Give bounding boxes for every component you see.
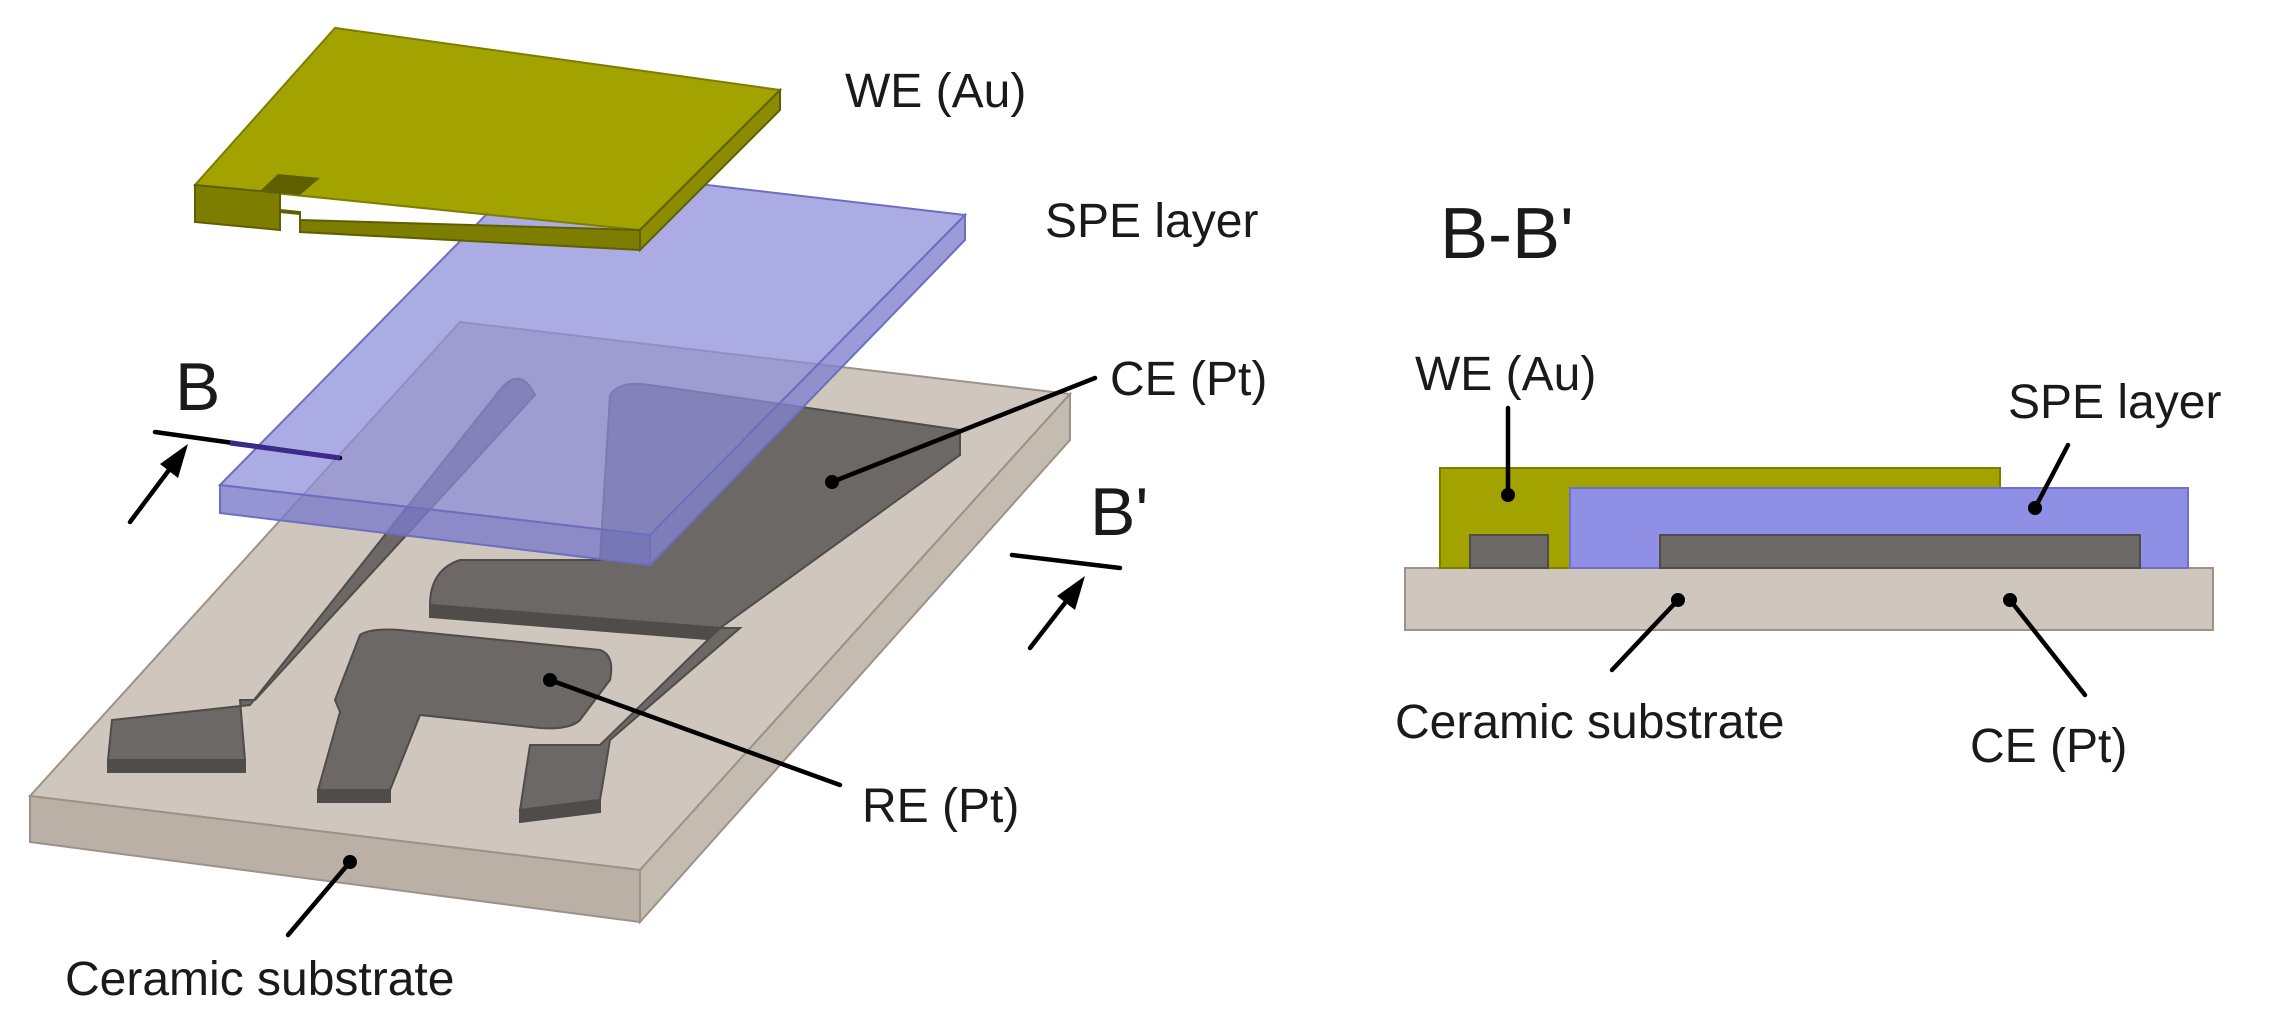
xs-label-ceramic-substrate: Ceramic substrate bbox=[1395, 696, 1784, 749]
xs-label-ce-pt: CE (Pt) bbox=[1970, 720, 2127, 773]
label-ceramic-substrate: Ceramic substrate bbox=[65, 953, 454, 1006]
left-trace-side bbox=[107, 759, 246, 773]
xs-ceramic-substrate bbox=[1404, 567, 2214, 631]
xs-re-block bbox=[1469, 534, 1549, 569]
section-line-b-inner bbox=[229, 440, 341, 461]
label-section-title: B-B' bbox=[1440, 194, 1574, 274]
label-section-b-prime: B' bbox=[1090, 474, 1148, 550]
xs-leader-spe bbox=[2028, 442, 2071, 515]
xs-label-we-au: WE (Au) bbox=[1415, 348, 1596, 401]
we-notch bbox=[260, 174, 320, 195]
leader-ce bbox=[825, 375, 1098, 489]
xs-ce-pt bbox=[1659, 534, 2141, 569]
we-plate-3d bbox=[192, 26, 783, 253]
label-ce-pt: CE (Pt) bbox=[1110, 353, 1267, 406]
label-re-pt: RE (Pt) bbox=[862, 780, 1019, 833]
ce-lead-side bbox=[519, 798, 601, 824]
arrow-b-head bbox=[160, 444, 188, 478]
substrate-right-face bbox=[639, 391, 1071, 925]
re-pad bbox=[316, 628, 613, 791]
arrow-bprime-head bbox=[1057, 576, 1085, 610]
xs-leader-we bbox=[1501, 405, 1515, 502]
exploded-view: WE (Au) SPE layer CE (Pt) RE (Pt) Cerami… bbox=[27, 26, 1267, 1006]
spe-right-face bbox=[649, 212, 966, 568]
spe-layer-3d bbox=[217, 163, 968, 568]
leader-substrate bbox=[285, 855, 357, 938]
label-spe-layer: SPE layer bbox=[1045, 195, 1258, 248]
we-right-face bbox=[639, 87, 781, 253]
label-we-au: WE (Au) bbox=[845, 65, 1026, 118]
label-section-b: B bbox=[175, 349, 220, 425]
section-marker-b-prime bbox=[1009, 552, 1123, 651]
xs-leader-ce bbox=[2003, 593, 2088, 698]
leader-re bbox=[543, 673, 843, 788]
section-marker-b bbox=[127, 429, 343, 525]
xs-leader-substrate bbox=[1609, 593, 1685, 673]
xs-label-spe-layer: SPE layer bbox=[2008, 376, 2221, 429]
re-pad-side bbox=[317, 789, 391, 803]
cross-section-view: B-B' WE (Au) SPE layer Cerami bbox=[1395, 194, 2221, 773]
section-line-b-prime bbox=[1009, 552, 1123, 571]
